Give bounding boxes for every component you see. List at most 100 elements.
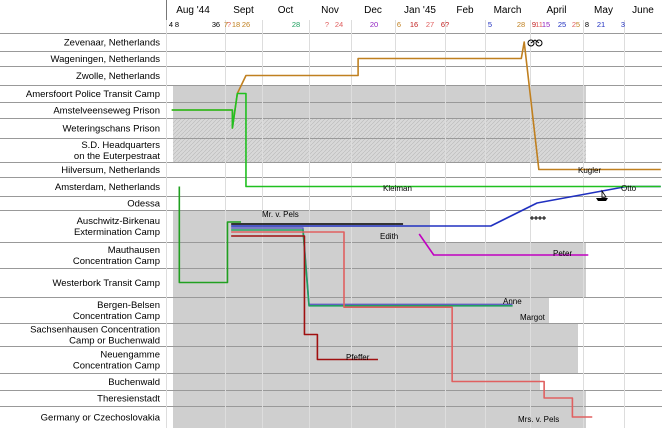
path-mrs-v-pels <box>231 231 593 418</box>
label-margot: Margot <box>520 313 546 322</box>
location-label-neuengamme-concentration-camp-line2: Concentration Camp <box>73 361 160 372</box>
row-band-17 <box>173 390 586 406</box>
person-paths <box>171 41 661 418</box>
location-label-hilversum-netherlands: Hilversum, Netherlands <box>61 165 160 176</box>
label-peter: Peter <box>553 249 572 258</box>
date-marker-23: 5 <box>576 20 580 29</box>
location-label-westerbork-transit-camp: Westerbork Transit Camp <box>52 278 160 289</box>
date-marker-14: 27 <box>426 20 434 29</box>
row-band-12 <box>173 268 586 297</box>
path-mr-v-pels <box>178 186 242 284</box>
ship-icon <box>596 189 608 201</box>
row-band-4 <box>173 102 586 118</box>
icons <box>527 39 608 220</box>
location-label-sachsenhausen-concentration-camp-or-buchenwald: Sachsenhausen Concentration <box>30 325 160 336</box>
label-otto: Otto <box>621 184 637 193</box>
location-label-bergen-belsen-concentration-camp-line2: Concentration Camp <box>73 311 160 322</box>
location-label-amstelveenseweg-prison: Amstelveenseweg Prison <box>53 106 160 117</box>
location-label-zwolle-netherlands: Zwolle, Netherlands <box>76 71 160 82</box>
date-marker-5: ? <box>227 20 231 29</box>
date-marker-7: 26 <box>242 20 250 29</box>
date-marker-19: 11 <box>535 20 543 29</box>
location-label-s-d-headquarters-on-the-euterpestraat-line2: on the Euterpestraat <box>74 151 160 162</box>
date-marker-24: 8 <box>585 20 589 29</box>
location-label-bergen-belsen-concentration-camp: Bergen-Belsen <box>97 300 160 311</box>
month-label-june: June <box>632 5 654 16</box>
location-label-sachsenhausen-concentration-camp-or-buchenwald-line2: Camp or Buchenwald <box>69 336 160 347</box>
row-band-6 <box>173 138 586 162</box>
month-label-aug-44: Aug '44 <box>176 5 210 16</box>
date-marker-15: 6? <box>441 20 449 29</box>
label-mrs-v-pels: Mrs. v. Pels <box>518 415 559 424</box>
location-label-s-d-headquarters-on-the-euterpestraat: S.D. Headquarters <box>81 140 160 151</box>
row-band-16 <box>173 373 540 390</box>
date-marker-13: 16 <box>410 20 418 29</box>
location-label-neuengamme-concentration-camp: Neuengamme <box>100 350 160 361</box>
label-anne: Anne <box>503 297 522 306</box>
location-label-weteringschans-prison: Weteringschans Prison <box>62 124 160 135</box>
location-label-auschwitz-birkenau-extermination-camp: Auschwitz-Birkenau <box>77 216 160 227</box>
row-band-5 <box>173 118 586 138</box>
location-label-mauthausen-concentration-camp: Mauthausen <box>108 245 160 256</box>
bicycle-icon <box>527 39 543 47</box>
date-marker-10: 24 <box>335 20 343 29</box>
location-label-zevenaar-netherlands: Zevenaar, Netherlands <box>64 38 160 49</box>
location-label-germany-or-czechoslovakia: Germany or Czechoslovakia <box>41 413 161 424</box>
location-label-buchenwald: Buchenwald <box>108 377 160 388</box>
month-label-oct: Oct <box>278 5 294 16</box>
location-label-wageningen-netherlands: Wageningen, Netherlands <box>51 54 161 65</box>
date-marker-1: 8 <box>175 20 179 29</box>
date-marker-4: 7 <box>224 20 228 29</box>
month-axis: Aug '44 Sept Oct Nov Dec Jan '45 Feb March April… <box>176 5 654 16</box>
date-marker-17: 28 <box>517 20 525 29</box>
path-kleiman <box>171 92 661 188</box>
path-margot <box>231 229 513 307</box>
row-band-13 <box>173 297 549 323</box>
date-marker-12: 6 <box>397 20 401 29</box>
date-marker-6: 18 <box>232 20 240 29</box>
date-marker-16: 5 <box>488 20 492 29</box>
row-band-18 <box>173 406 586 428</box>
label-kugler: Kugler <box>578 166 601 175</box>
month-label-may: May <box>594 5 613 16</box>
date-marker-22: 2 <box>572 20 576 29</box>
location-label-amsterdam-netherlands: Amsterdam, Netherlands <box>55 182 160 193</box>
row-band-14 <box>173 323 578 346</box>
date-marker-26: 3 <box>621 20 625 29</box>
month-label-jan-45: Jan '45 <box>404 5 436 16</box>
path-peter <box>418 233 589 256</box>
date-marker-3: 6 <box>216 20 220 29</box>
month-label-april: April <box>546 5 566 16</box>
month-label-feb: Feb <box>456 5 474 16</box>
location-label-auschwitz-birkenau-extermination-camp-line2: Extermination Camp <box>74 227 160 238</box>
date-marker-25: 21 <box>597 20 605 29</box>
row-band-3 <box>173 85 586 102</box>
location-label-theresienstadt: Theresienstadt <box>97 394 160 405</box>
label-kleiman: Kleiman <box>383 184 412 193</box>
date-marker-9: ? <box>325 20 329 29</box>
label-pfeffer: Pfeffer <box>346 353 370 362</box>
date-marker-11: 20 <box>370 20 378 29</box>
location-label-mauthausen-concentration-camp-line2: Concentration Camp <box>73 256 160 267</box>
label-mr-v-pels: Mr. v. Pels <box>262 210 299 219</box>
railway-icon <box>530 216 546 220</box>
month-label-sept: Sept <box>233 5 254 16</box>
row-bands <box>173 85 586 428</box>
location-label-odessa: Odessa <box>127 199 160 210</box>
path-pfeffer <box>231 235 378 361</box>
date-marker-21: 25 <box>558 20 566 29</box>
month-label-nov: Nov <box>321 5 339 16</box>
label-edith: Edith <box>380 232 398 241</box>
date-marker-8: 28 <box>292 20 300 29</box>
date-marker-0: 4 <box>169 20 173 29</box>
date-marker-20: 15 <box>542 20 550 29</box>
month-label-dec: Dec <box>364 5 382 16</box>
month-label-march: March <box>494 5 522 16</box>
date-marker-18: 9 <box>532 20 536 29</box>
date-marker-2: 3 <box>212 20 216 29</box>
